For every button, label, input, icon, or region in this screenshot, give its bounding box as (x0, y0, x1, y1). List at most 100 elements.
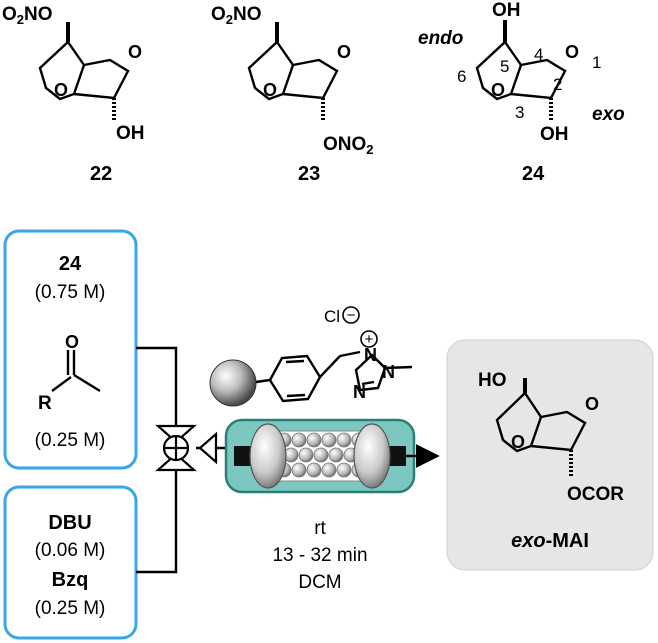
feed-a-conc1: (0.75 M) (35, 282, 106, 303)
column-cap-right (353, 423, 391, 489)
product-bottom-group: OCOR (567, 484, 624, 505)
catalyst-minus: − (347, 307, 356, 324)
label-23: 23 (298, 163, 320, 185)
catalyst-n1: N (364, 345, 377, 365)
catalyst-counterion: Cl (324, 307, 340, 326)
triazole-ring (354, 353, 387, 392)
feed-a-conc2: (0.25 M) (35, 430, 106, 451)
valve-right (198, 431, 218, 465)
minus-charge-icon (342, 306, 360, 324)
ring-22-left (38, 40, 86, 101)
tube-a (136, 346, 178, 430)
s24-bottom-group: OH (540, 124, 569, 145)
column-bead (336, 432, 352, 448)
structure-23 (247, 22, 339, 122)
s24-o-right: O (565, 42, 579, 62)
s23-o-left: O (263, 80, 277, 100)
benzene-db2 (285, 359, 305, 364)
column-bead (328, 447, 344, 463)
s24-num-2: 2 (553, 75, 562, 94)
valve-bottom (155, 452, 197, 472)
product-name: exo-MAI (511, 530, 589, 552)
mixer-valve (155, 424, 218, 472)
s22-o-right: O (128, 42, 142, 62)
aldehyde-o: O (65, 332, 79, 352)
column-bead (306, 432, 322, 448)
column-bead (313, 447, 329, 463)
column-connector-right (388, 446, 406, 466)
aldehyde-bond-r (73, 373, 101, 393)
aldehyde-bond-left (51, 376, 72, 392)
ring-23-right (282, 58, 339, 100)
benzene-ring (268, 354, 322, 403)
valve-top (155, 424, 197, 444)
feed-b-base: DBU (48, 512, 91, 534)
s22-bottom-group: OH (116, 123, 145, 144)
s24-num-6: 6 (457, 67, 466, 86)
structure-22 (38, 22, 130, 120)
label-22: 22 (90, 163, 112, 185)
plus-charge-icon (360, 330, 378, 348)
column-bead (291, 462, 307, 478)
bond-bead-ring (255, 378, 271, 384)
s24-num-1: 1 (592, 53, 601, 72)
column-bead (291, 432, 307, 448)
feed-b-reagent: Bzq (52, 569, 89, 591)
column-bead (321, 432, 337, 448)
s24-top-group: OH (492, 0, 521, 21)
aldehyde-r: R (38, 393, 52, 414)
packed-column (224, 418, 416, 494)
benzene-db1 (286, 393, 306, 398)
s23-o-right: O (337, 42, 351, 62)
ring-22-right (73, 58, 130, 100)
resin-bead (209, 359, 257, 407)
aldehyde-structure (51, 350, 101, 393)
tube-b (136, 464, 178, 574)
s22-top-group: O2NO (2, 4, 53, 27)
s23-top-group: O2NO (211, 4, 262, 27)
product-o-left: O (511, 432, 525, 452)
feed-b-reagent-conc: (0.25 M) (35, 598, 106, 619)
column-connector-left (234, 446, 252, 466)
ring-23-left (247, 40, 295, 101)
product-top-group: HO (478, 370, 507, 391)
product-name-italic: exo (511, 530, 545, 552)
catalyst-plus: + (365, 331, 374, 348)
label-24: 24 (522, 163, 545, 185)
bond-methyl (384, 365, 413, 370)
ring-24-left (475, 40, 523, 101)
feed-box-a (3, 229, 138, 470)
product-box (446, 339, 654, 571)
feed-b-base-conc: (0.06 M) (35, 540, 106, 561)
s24-endo-label: endo (418, 28, 463, 49)
feed-a-compound: 24 (59, 253, 82, 275)
condition-solvent: DCM (298, 572, 341, 593)
s24-num-5: 5 (500, 57, 509, 76)
feed-box-b (3, 485, 138, 640)
product-name-rest: -MAI (546, 530, 589, 552)
s24-o-left: O (491, 80, 505, 100)
column-bead (306, 462, 322, 478)
ring-24-right (510, 58, 567, 100)
ring-product-right (530, 410, 587, 452)
supported-catalyst (209, 350, 413, 407)
s24-num-3: 3 (515, 103, 524, 122)
catalyst-n2: N (382, 362, 395, 382)
s22-o-left: O (54, 80, 68, 100)
column-bead (298, 447, 314, 463)
structure-24 (475, 20, 567, 120)
condition-time: 13 - 32 min (272, 545, 367, 566)
bond-ch2 (319, 355, 341, 378)
s23-bottom-group: ONO2 (323, 134, 374, 157)
column-bead (321, 462, 337, 478)
product-structure (495, 378, 587, 478)
triazole-db (361, 380, 375, 386)
s24-num-4: 4 (534, 45, 543, 64)
catalyst-n3: N (353, 382, 366, 402)
bond-to-n (339, 350, 361, 358)
column-cap-left (249, 423, 287, 489)
product-o-right: O (585, 394, 599, 414)
condition-temp: rt (314, 518, 326, 539)
